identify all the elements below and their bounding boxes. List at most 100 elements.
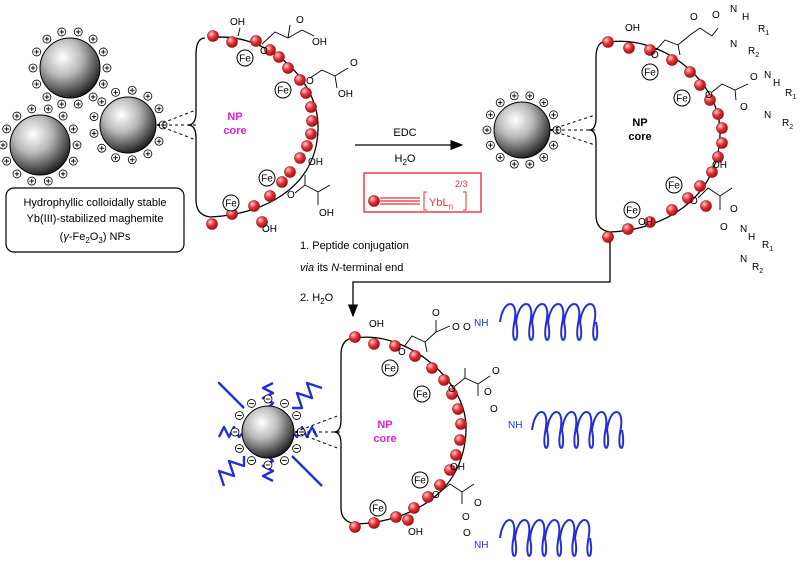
sphere-b — [482, 91, 562, 169]
ester-bond — [309, 67, 349, 89]
surface-bead — [438, 374, 450, 386]
isourea-bond — [711, 83, 749, 101]
surface-bead — [300, 87, 312, 99]
surface-bead — [602, 36, 614, 48]
surface-bead — [694, 180, 706, 192]
surface-bead — [248, 200, 260, 212]
fe-label: Fe — [644, 68, 656, 79]
fe-label: Fe — [225, 199, 237, 210]
sphere-bottom-right — [89, 85, 168, 165]
core-label-c-np: NP — [377, 419, 392, 431]
oxygen-label: O — [705, 90, 713, 101]
acid-oh-label: OH — [312, 37, 327, 48]
surface-bead — [422, 491, 434, 503]
nitrogen-label: N — [730, 4, 737, 15]
sphere-c — [230, 394, 306, 470]
fe-label: Fe — [384, 364, 396, 375]
fe-label: Fe — [372, 504, 384, 515]
r2-label: R2 — [748, 46, 759, 59]
fe-atom-icon — [413, 385, 431, 403]
r2-label: R2 — [752, 262, 763, 275]
caption-box: Hydrophyllic colloidally stable Yb(III)-… — [5, 187, 185, 253]
surface-bead — [256, 216, 268, 228]
surface-bead — [349, 521, 361, 533]
surface-bead — [455, 418, 467, 430]
oxygen-label: O — [720, 222, 728, 233]
arrow-step1: EDC H2O — [355, 127, 464, 167]
oxygen-label: O — [432, 490, 440, 501]
r1-label: R1 — [758, 24, 769, 37]
isourea-bond — [697, 187, 733, 210]
core-label-a-np: NP — [227, 111, 242, 123]
surface-bead — [623, 42, 635, 54]
fe-atom-icon — [222, 194, 240, 212]
hydroxyl-label: OH — [638, 217, 653, 228]
fe-atom-icon — [236, 49, 254, 67]
oxygen-label: O — [730, 204, 738, 215]
surface-bead — [402, 514, 414, 526]
caption-line3: (γ-Fe2O3) NPs — [60, 231, 131, 245]
fe-atom-icon — [673, 89, 691, 107]
amide-bond — [403, 320, 451, 353]
arrow-step2: 1. Peptide conjugation via its N-termina… — [300, 240, 611, 318]
surface-bead — [602, 231, 614, 243]
nanoparticle-sphere — [39, 37, 101, 99]
fe-label: Fe — [676, 94, 688, 105]
nanoparticle-sphere — [99, 96, 157, 154]
oxygen-label: O — [260, 46, 268, 57]
hydroxyl-label: OH — [625, 23, 640, 34]
surface-bead — [666, 204, 678, 216]
fe-label: Fe — [261, 174, 273, 185]
oxygen-label: O — [432, 308, 440, 319]
h-label: H — [748, 232, 755, 243]
surface-bead — [716, 137, 728, 149]
hydroxyl-label: OH — [308, 157, 323, 168]
surface-bead — [644, 44, 656, 56]
surface-bead — [207, 30, 219, 42]
h-label: H — [742, 12, 749, 23]
acid-oh-label: OH — [319, 208, 334, 219]
core-label-b-core: core — [628, 131, 651, 143]
surface-bead — [349, 331, 361, 343]
amide-bond — [439, 483, 475, 504]
peptide-squiggle — [217, 456, 246, 487]
oxygen-label: O — [398, 347, 406, 358]
core-label-b-np: NP — [632, 117, 647, 129]
fe-label: Fe — [414, 476, 426, 487]
amide-bond — [454, 368, 491, 396]
surface-bead — [706, 166, 718, 178]
peptide-squiggle — [291, 455, 323, 487]
surface-bead — [682, 192, 694, 204]
nh-label: NH — [474, 318, 488, 329]
surface-bead — [305, 101, 317, 113]
peptide-helix-3 — [499, 519, 593, 557]
surface-bead — [716, 122, 728, 134]
hydroxyl-label: OH — [230, 17, 245, 28]
surface-bead — [694, 79, 706, 91]
surface-bead — [452, 403, 464, 415]
surface-bead — [226, 36, 238, 48]
surface-bead — [684, 66, 696, 78]
nitrogen-label: N — [740, 254, 747, 265]
surface-bead — [700, 200, 712, 212]
fe-label: Fe — [277, 86, 289, 97]
surface-bead — [454, 434, 466, 446]
nitrogen-label: N — [730, 39, 737, 50]
np-cluster — [0, 27, 168, 186]
surface-bead — [712, 108, 724, 120]
hydroxyl-label: OH — [369, 319, 384, 330]
surface-bead — [434, 479, 446, 491]
step2-line1: 1. Peptide conjugation — [300, 240, 409, 252]
carbonyl-oxygen-label: O — [350, 58, 358, 69]
surface-bead — [206, 218, 218, 230]
hydroxyl-label: OH — [408, 527, 423, 538]
oxygen-label: O — [740, 102, 748, 113]
oxygen-label: O — [690, 196, 698, 207]
bead-icon — [368, 195, 380, 207]
fe-atom-icon — [258, 169, 276, 187]
oxygen-label: O — [484, 387, 492, 398]
surface-bead — [368, 338, 380, 350]
core-label-c-core: core — [373, 433, 396, 445]
